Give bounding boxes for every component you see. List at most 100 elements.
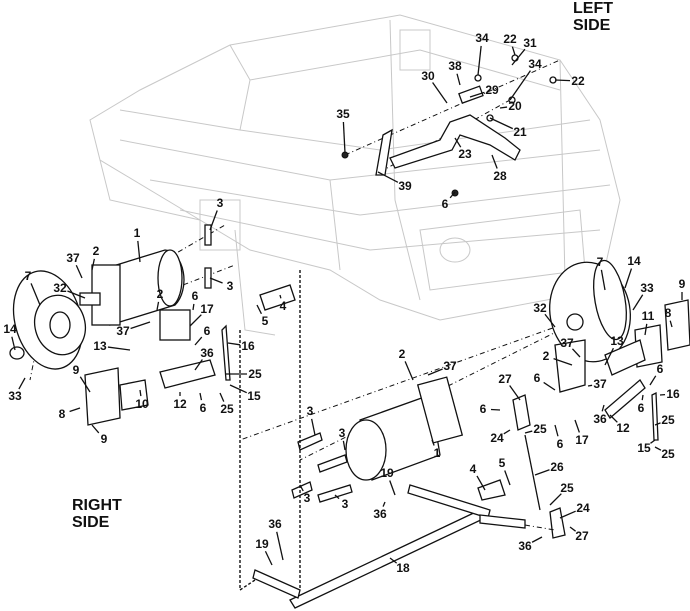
callout-leader bbox=[209, 277, 223, 284]
callout-24: 24 bbox=[576, 501, 590, 515]
callout-leader bbox=[476, 475, 486, 491]
callout-leader bbox=[130, 321, 151, 330]
callout-1: 1 bbox=[134, 226, 141, 240]
callout-leader bbox=[469, 91, 485, 98]
callout-6: 6 bbox=[192, 289, 199, 303]
callout-leader bbox=[91, 424, 100, 434]
callout-7: 7 bbox=[25, 269, 32, 283]
callout-leader bbox=[227, 342, 241, 346]
callout-leader bbox=[600, 269, 606, 291]
callout-leader bbox=[279, 294, 282, 299]
callout-12: 12 bbox=[616, 421, 630, 435]
callout-23: 23 bbox=[458, 147, 472, 161]
callout-6: 6 bbox=[200, 401, 207, 415]
callout-leader bbox=[509, 70, 531, 101]
callout-leader bbox=[194, 359, 203, 371]
callout-16: 16 bbox=[666, 387, 680, 401]
callout-leader bbox=[569, 526, 576, 532]
callout-10: 10 bbox=[135, 397, 149, 411]
callout-leader bbox=[69, 407, 81, 413]
callout-leader bbox=[543, 381, 556, 391]
callout-33: 33 bbox=[8, 389, 22, 403]
callout-26: 26 bbox=[550, 460, 564, 474]
top-linkage bbox=[341, 54, 561, 197]
callout-leader bbox=[669, 320, 673, 328]
callout-leader bbox=[192, 303, 195, 311]
callout-leader bbox=[456, 73, 461, 86]
callout-leader bbox=[504, 470, 511, 486]
callout-leader bbox=[75, 265, 83, 279]
callout-5: 5 bbox=[499, 456, 506, 470]
callout-37: 37 bbox=[116, 324, 130, 338]
callout-leader bbox=[503, 429, 511, 435]
callout-8: 8 bbox=[665, 306, 672, 320]
callout-24: 24 bbox=[490, 431, 504, 445]
callout-3: 3 bbox=[307, 404, 314, 418]
callout-9: 9 bbox=[679, 277, 686, 291]
callout-2: 2 bbox=[157, 287, 164, 301]
callout-leader bbox=[511, 48, 526, 66]
callout-leader bbox=[342, 121, 346, 154]
callout-28: 28 bbox=[493, 169, 507, 183]
callout-leader bbox=[649, 375, 657, 386]
callout-6: 6 bbox=[557, 437, 564, 451]
callout-leader bbox=[256, 304, 263, 315]
callout-29: 29 bbox=[485, 83, 499, 97]
callout-leader bbox=[139, 389, 142, 397]
right-side-drive-assembly bbox=[9, 224, 296, 426]
callout-13: 13 bbox=[93, 339, 107, 353]
callout-2: 2 bbox=[399, 347, 406, 361]
callout-30: 30 bbox=[421, 69, 435, 83]
callout-leader bbox=[11, 336, 16, 351]
callout-leader bbox=[377, 171, 399, 183]
right-side-label: RIGHT SIDE bbox=[72, 497, 122, 531]
callout-25: 25 bbox=[220, 402, 234, 416]
right-side-line-2: SIDE bbox=[72, 514, 110, 531]
callout-36: 36 bbox=[518, 539, 532, 553]
callout-leader bbox=[67, 290, 86, 299]
callout-leader bbox=[30, 283, 41, 306]
callout-32: 32 bbox=[53, 281, 67, 295]
callout-leader bbox=[654, 422, 661, 426]
callout-leader bbox=[427, 368, 443, 376]
callout-leader bbox=[559, 510, 576, 519]
callout-leader bbox=[264, 550, 273, 566]
callout-19: 19 bbox=[255, 537, 269, 551]
callout-leader bbox=[107, 346, 131, 351]
callout-4: 4 bbox=[470, 462, 477, 476]
callout-6: 6 bbox=[480, 402, 487, 416]
right-side-line-1: RIGHT bbox=[72, 497, 122, 514]
callout-2: 2 bbox=[543, 349, 550, 363]
callout-3: 3 bbox=[342, 497, 349, 511]
callout-6: 6 bbox=[534, 371, 541, 385]
callout-leader bbox=[499, 106, 508, 109]
callout-6: 6 bbox=[657, 362, 664, 376]
callout-leader bbox=[491, 154, 498, 169]
callout-3: 3 bbox=[304, 491, 311, 505]
callout-32: 32 bbox=[533, 301, 547, 315]
callout-leader bbox=[79, 376, 91, 393]
callout-1: 1 bbox=[434, 446, 441, 460]
callout-leader bbox=[511, 46, 516, 56]
callout-9: 9 bbox=[101, 432, 108, 446]
callout-leader bbox=[334, 494, 340, 500]
callout-25: 25 bbox=[533, 422, 547, 436]
callout-39: 39 bbox=[398, 179, 412, 193]
callout-leader bbox=[189, 314, 202, 327]
callout-leader bbox=[229, 384, 247, 394]
callout-14: 14 bbox=[3, 322, 17, 336]
callout-22: 22 bbox=[503, 32, 517, 46]
callout-leader bbox=[553, 358, 573, 366]
callout-4: 4 bbox=[280, 299, 287, 313]
callout-27: 27 bbox=[575, 529, 589, 543]
callout-25: 25 bbox=[248, 367, 262, 381]
callout-leader bbox=[632, 294, 644, 311]
callout-leader bbox=[477, 45, 482, 76]
callout-leader bbox=[342, 440, 346, 451]
callout-33: 33 bbox=[640, 281, 654, 295]
callout-leader bbox=[654, 446, 662, 451]
callout-leader bbox=[156, 301, 160, 311]
callout-leader bbox=[587, 384, 593, 387]
left-side-line-2: SIDE bbox=[573, 17, 611, 34]
